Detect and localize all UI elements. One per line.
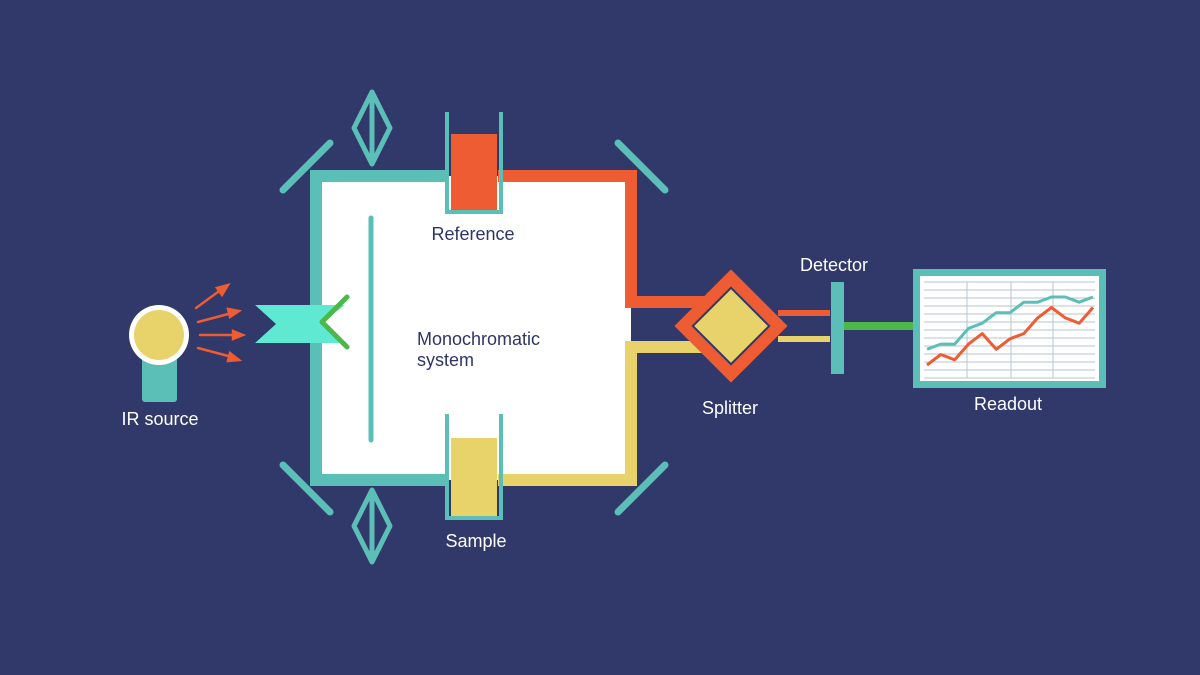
prism-top bbox=[351, 89, 393, 167]
ray-4 bbox=[196, 346, 243, 363]
monochromatic-chamber bbox=[316, 176, 631, 480]
mirror-bottom-left bbox=[279, 461, 334, 516]
splitter bbox=[674, 269, 788, 383]
entrance-slit bbox=[255, 294, 350, 350]
splitter-label: Splitter bbox=[702, 398, 758, 418]
sample-cuvette bbox=[445, 414, 503, 520]
readout-label: Readout bbox=[974, 394, 1042, 414]
ir-rays bbox=[194, 282, 247, 363]
ray-3 bbox=[198, 329, 247, 341]
sample-path bbox=[498, 341, 705, 486]
reference-path bbox=[498, 170, 705, 308]
ray-2 bbox=[196, 307, 243, 324]
mirror-top-right bbox=[614, 139, 669, 194]
mirror-top-left bbox=[279, 139, 334, 194]
prism-bottom bbox=[351, 487, 393, 565]
sample-label: Sample bbox=[445, 531, 506, 551]
ir-source-glow bbox=[134, 310, 184, 360]
readout-monitor bbox=[913, 269, 1106, 388]
ir-source bbox=[129, 305, 189, 402]
mirror-bottom-right bbox=[614, 461, 669, 516]
monochromatic-label-line1: Monochromatic bbox=[417, 329, 540, 349]
detector-label: Detector bbox=[800, 255, 868, 275]
reference-cuvette bbox=[445, 112, 503, 214]
detector bbox=[831, 282, 844, 374]
ray-1 bbox=[194, 282, 231, 310]
ir-source-base bbox=[142, 352, 177, 402]
ir-source-label: IR source bbox=[121, 409, 198, 429]
readout-line-teal bbox=[926, 295, 1094, 351]
monochromatic-label-line2: system bbox=[417, 350, 474, 370]
reference-label: Reference bbox=[431, 224, 514, 244]
mirrors bbox=[279, 139, 669, 516]
readout-line-orange bbox=[926, 306, 1095, 367]
